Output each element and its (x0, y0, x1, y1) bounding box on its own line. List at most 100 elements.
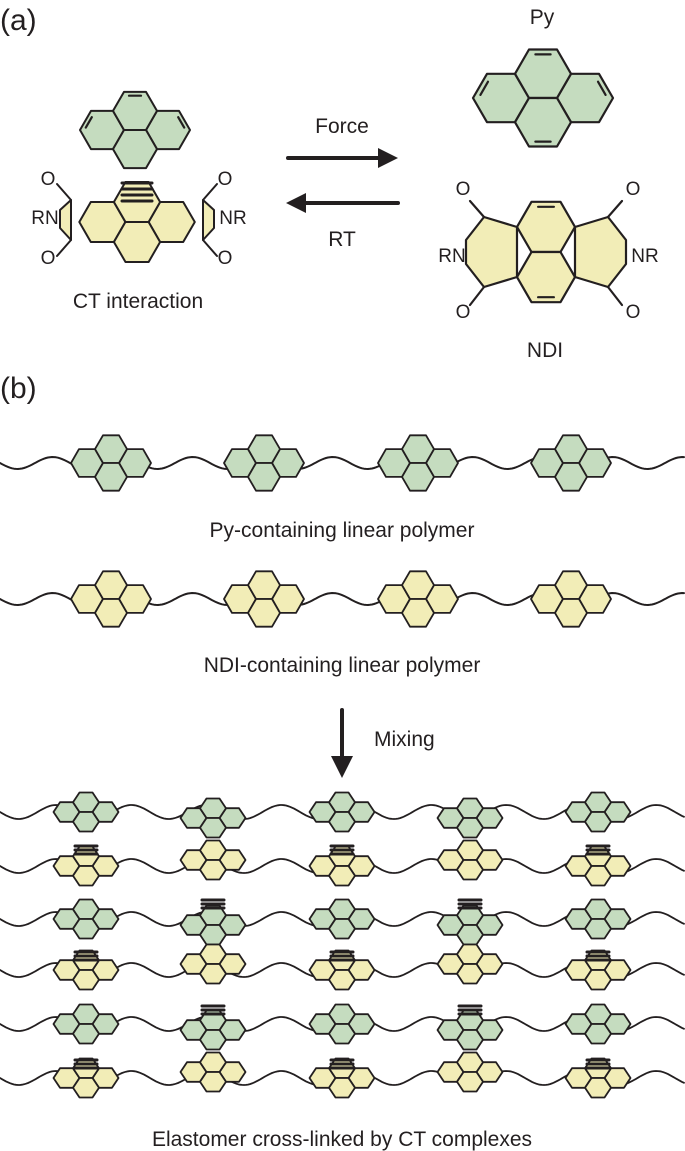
py-unit-ring (584, 791, 612, 813)
oxygen-atom: O (218, 169, 233, 190)
ndi-unit-ring (554, 570, 588, 600)
mixing-label: Mixing (374, 728, 435, 751)
py-unit-ring (584, 1023, 612, 1045)
py-unit-ring (456, 817, 484, 839)
carbonyl-bond (468, 285, 486, 307)
ndi-unit-ring (72, 969, 100, 991)
py-unit-ring (401, 462, 435, 492)
py-unit-ring (328, 898, 356, 920)
ndi-unit-ring (401, 598, 435, 628)
imide-ring (464, 215, 519, 289)
py-unit-ring (328, 1023, 356, 1045)
panel-a-label: (a) (0, 4, 37, 37)
py-unit-ring (199, 1029, 227, 1051)
ndi-unit-ring (456, 839, 484, 861)
carbonyl-bond (56, 239, 72, 257)
figure-shapes (0, 48, 685, 1099)
ndi-unit-ring (584, 1077, 612, 1099)
rt-arrowhead (286, 193, 306, 213)
py-unit-ring (584, 918, 612, 940)
oxygen-atom: O (456, 302, 471, 323)
ndi-unit-ring (328, 1077, 356, 1099)
carbonyl-bond (202, 183, 218, 201)
ndi-unit-ring (456, 859, 484, 881)
py-unit-ring (72, 898, 100, 920)
imide-rn-label: RN (438, 246, 465, 267)
oxygen-atom: O (218, 248, 233, 269)
panel-b-label: (b) (0, 372, 37, 405)
ndi-ring (112, 221, 162, 263)
ndi-ring (515, 250, 577, 304)
ndi-ring (515, 200, 577, 254)
oxygen-atom: O (41, 169, 56, 190)
ndi-unit-ring (72, 1077, 100, 1099)
double-bond (84, 116, 93, 129)
py-unit-ring (401, 434, 435, 464)
elastomer-caption: Elastomer cross-linked by CT complexes (152, 1128, 532, 1151)
double-bond (479, 80, 490, 97)
carbonyl-bond (56, 183, 72, 201)
ndi-unit-ring (456, 1071, 484, 1093)
py-unit-ring (72, 918, 100, 940)
imide-rn-label: RN (31, 208, 58, 229)
carbonyl-bond (468, 199, 486, 219)
oxygen-atom: O (41, 248, 56, 269)
carbonyl-bond (606, 199, 624, 219)
ndi-unit-ring (401, 570, 435, 600)
py-unit-ring (554, 434, 588, 464)
ndi-unit-ring (584, 969, 612, 991)
py-unit-ring (199, 924, 227, 946)
imide-ring (573, 215, 628, 289)
py-unit-ring (584, 898, 612, 920)
carbonyl-bond (202, 239, 218, 257)
oxygen-atom: O (626, 302, 641, 323)
py-unit-ring (328, 918, 356, 940)
ndi-unit-ring (554, 598, 588, 628)
py-unit-ring (94, 462, 128, 492)
py-unit-ring (328, 791, 356, 813)
py-unit-ring (247, 462, 281, 492)
oxygen-atom: O (626, 179, 641, 200)
pyrene-ring (112, 90, 158, 131)
py-unit-ring (328, 1003, 356, 1025)
ndi-unit-ring (199, 859, 227, 881)
force-arrowhead (378, 148, 398, 168)
ndi-unit-ring (456, 1051, 484, 1073)
ndi-unit-ring (247, 598, 281, 628)
py-unit-ring (94, 434, 128, 464)
ndi-unit-ring (584, 865, 612, 887)
imide-nr-label: NR (219, 208, 246, 229)
py-unit-ring (456, 924, 484, 946)
ndi-unit-ring (199, 943, 227, 965)
pyrene-ring (112, 129, 158, 170)
ndi-unit-ring (94, 570, 128, 600)
py-unit-ring (247, 434, 281, 464)
ndi-label: NDI (527, 339, 563, 362)
oxygen-atom: O (456, 179, 471, 200)
py-unit-ring (72, 1023, 100, 1045)
ndi-unit-ring (199, 963, 227, 985)
py-unit-ring (456, 797, 484, 819)
imide-nr-label: NR (631, 246, 658, 267)
ndi-unit-ring (328, 969, 356, 991)
py-unit-ring (72, 811, 100, 833)
ndi-unit-ring (72, 865, 100, 887)
ndi-unit-ring (199, 1071, 227, 1093)
py-label: Py (530, 6, 555, 29)
ndi-unit-ring (456, 943, 484, 965)
py-unit-ring (72, 791, 100, 813)
force-label: Force (315, 115, 369, 138)
py-unit-ring (199, 817, 227, 839)
py-unit-ring (328, 811, 356, 833)
ndi-unit-ring (328, 865, 356, 887)
ndi-unit-ring (199, 839, 227, 861)
ndi-polymer-caption: NDI-containing linear polymer (204, 654, 481, 677)
py-polymer-caption: Py-containing linear polymer (210, 519, 475, 542)
double-bond (596, 80, 607, 97)
mixing-arrowhead (331, 756, 353, 778)
double-bond (177, 116, 186, 129)
py-unit-ring (584, 811, 612, 833)
py-unit-ring (72, 1003, 100, 1025)
py-unit-ring (456, 1029, 484, 1051)
